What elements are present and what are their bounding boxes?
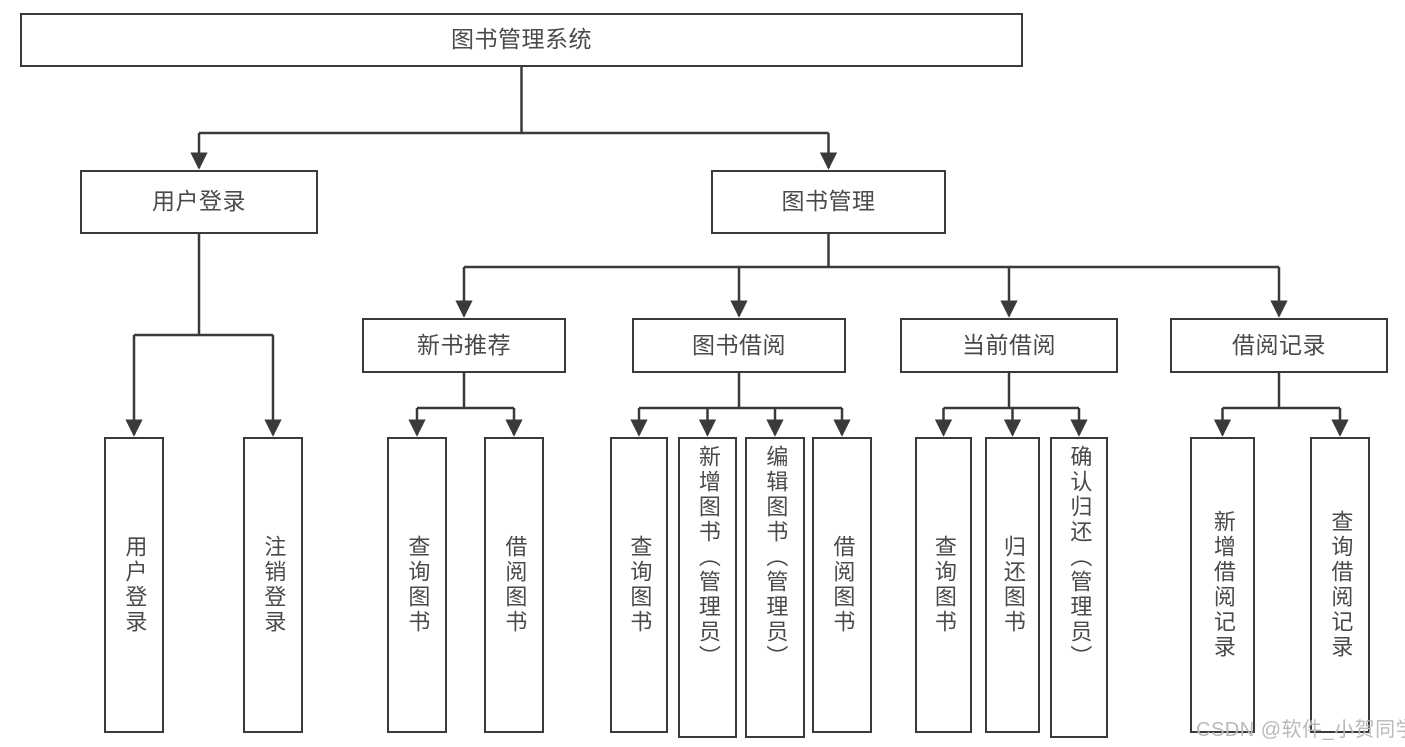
node-l-edit: 编辑图书（管理员） bbox=[745, 437, 805, 738]
node-login: 用户登录 bbox=[80, 170, 318, 234]
node-l-addrec: 新增借阅记录 bbox=[1190, 437, 1255, 733]
node-bookmgmt: 图书管理 bbox=[711, 170, 946, 234]
node-l-login: 用户登录 bbox=[104, 437, 164, 733]
node-l-logout: 注销登录 bbox=[243, 437, 303, 733]
node-label: 编辑图书（管理员） bbox=[763, 445, 789, 670]
node-l-query3: 查询图书 bbox=[915, 437, 972, 733]
node-label: 图书借阅 bbox=[692, 331, 786, 358]
node-l-borrow1: 借阅图书 bbox=[484, 437, 544, 733]
node-borrow: 图书借阅 bbox=[632, 318, 846, 373]
node-label: 确认归还（管理员） bbox=[1067, 445, 1093, 670]
node-label: 图书管理 bbox=[781, 188, 876, 215]
node-records: 借阅记录 bbox=[1170, 318, 1388, 373]
node-label: 图书管理系统 bbox=[451, 26, 592, 53]
node-label: 查询图书 bbox=[627, 535, 653, 635]
node-label: 用户登录 bbox=[122, 535, 148, 635]
node-label: 查询借阅记录 bbox=[1328, 510, 1354, 660]
node-label: 借阅图书 bbox=[830, 535, 856, 635]
node-l-return: 归还图书 bbox=[985, 437, 1040, 733]
node-label: 查询图书 bbox=[931, 535, 957, 635]
node-label: 借阅记录 bbox=[1232, 331, 1326, 358]
node-label: 新增图书（管理员） bbox=[695, 445, 721, 670]
node-label: 用户登录 bbox=[152, 188, 246, 215]
node-label: 当前借阅 bbox=[962, 331, 1056, 358]
node-l-queryrec: 查询借阅记录 bbox=[1310, 437, 1370, 733]
node-newbook: 新书推荐 bbox=[362, 318, 566, 373]
node-current: 当前借阅 bbox=[900, 318, 1118, 373]
node-label: 归还图书 bbox=[1000, 535, 1026, 635]
watermark: CSDN @软件_小贺同学 bbox=[1196, 719, 1405, 741]
node-l-query1: 查询图书 bbox=[387, 437, 447, 733]
node-l-confirm: 确认归还（管理员） bbox=[1050, 437, 1108, 738]
node-label: 新书推荐 bbox=[417, 331, 511, 358]
node-l-add: 新增图书（管理员） bbox=[678, 437, 737, 738]
node-root: 图书管理系统 bbox=[20, 13, 1023, 67]
node-l-borrow2: 借阅图书 bbox=[812, 437, 872, 733]
node-label: 借阅图书 bbox=[502, 535, 528, 635]
node-label: 新增借阅记录 bbox=[1210, 510, 1236, 660]
node-label: 查询图书 bbox=[405, 535, 431, 635]
node-l-query2: 查询图书 bbox=[610, 437, 668, 733]
node-label: 注销登录 bbox=[261, 535, 287, 635]
